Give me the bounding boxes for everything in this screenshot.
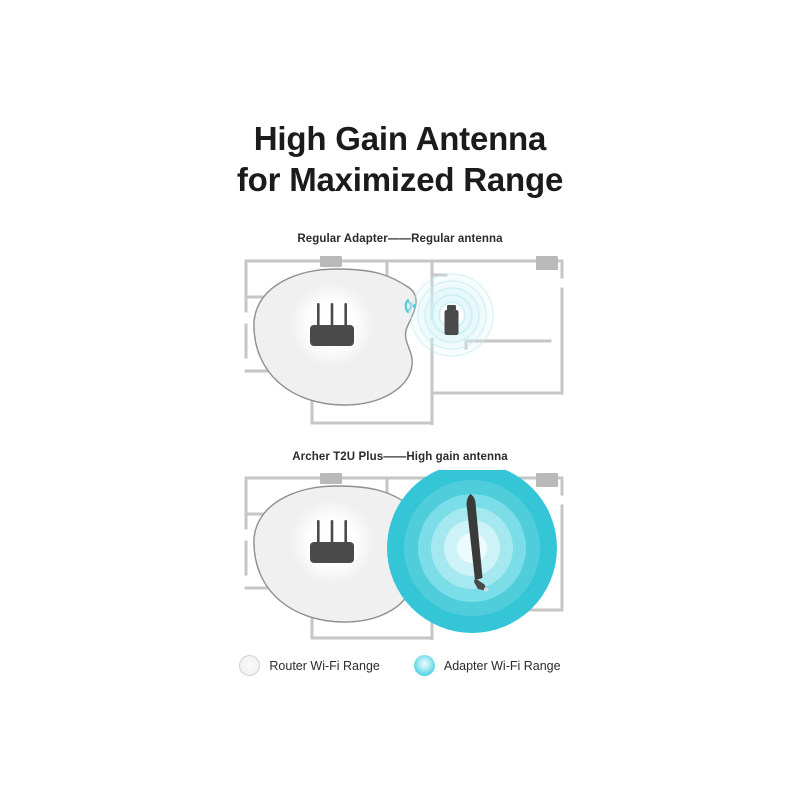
router-icon xyxy=(310,520,354,563)
legend: Router Wi-Fi Range Adapter Wi-Fi Range xyxy=(0,655,800,676)
section-label-regular-adapter: Regular Adapter——Regular antenna xyxy=(297,233,503,245)
page-title-line-2: for Maximized Range xyxy=(236,161,564,198)
legend-item-router-range: Router Wi-Fi Range xyxy=(239,655,380,676)
page-title: High Gain Antenna for Maximized Range xyxy=(0,118,800,200)
usb-adapter-icon xyxy=(444,305,459,335)
adapter-range-swatch xyxy=(413,655,435,676)
floorplan-door-blocks xyxy=(320,256,558,270)
floorplan-diagram-archer xyxy=(232,470,568,640)
page-title-line-1: High Gain Antenna xyxy=(253,120,547,157)
floorplan-diagram-regular xyxy=(232,253,568,425)
legend-label-router-range: Router Wi-Fi Range xyxy=(269,658,380,673)
router-range-swatch xyxy=(239,655,261,676)
router-icon xyxy=(310,303,354,346)
floorplan-door-blocks xyxy=(320,473,558,487)
legend-item-adapter-range: Adapter Wi-Fi Range xyxy=(413,655,561,676)
high-gain-antenna-icon xyxy=(466,494,489,592)
legend-label-adapter-range: Adapter Wi-Fi Range xyxy=(443,658,561,673)
section-label-archer-t2u-plus: Archer T2U Plus——High gain antenna xyxy=(292,451,508,463)
